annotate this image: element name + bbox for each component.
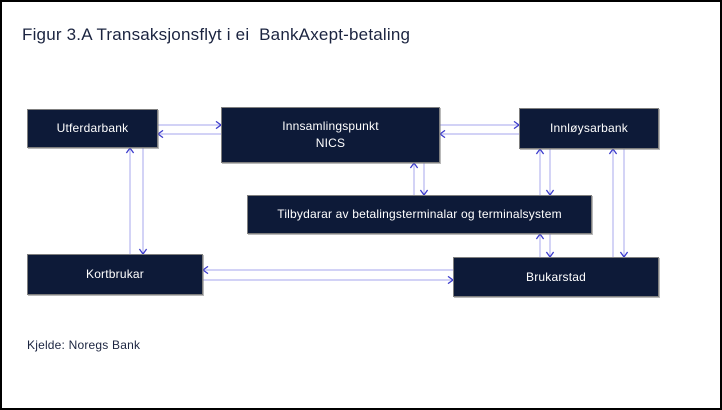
node-tilbydarar: Tilbydarar av betalingsterminalar og ter… xyxy=(247,195,592,234)
node-nics: Innsamlingspunkt NICS xyxy=(221,107,440,163)
node-utferdarbank: Utferdarbank xyxy=(27,109,158,148)
node-brukarstad: Brukarstad xyxy=(453,257,659,297)
figure-title: Figur 3.A Transaksjonsflyt i ei BankAxep… xyxy=(22,25,411,44)
node-kortbrukar: Kortbrukar xyxy=(27,254,203,295)
source-note: Kjelde: Noregs Bank xyxy=(27,338,141,352)
node-innloysarbank: Innløysarbank xyxy=(519,108,659,149)
